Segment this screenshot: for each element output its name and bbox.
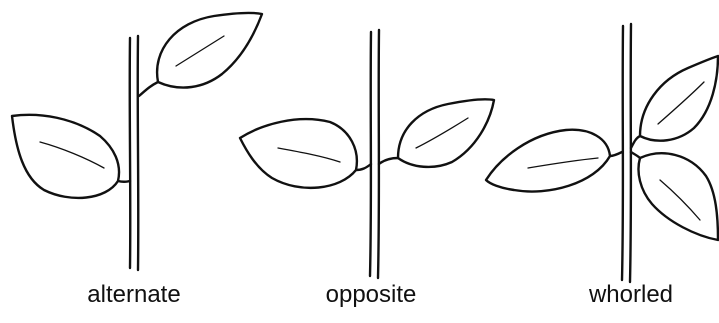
opposite-right-leaf [379,99,494,167]
whorled-left-leaf [486,130,622,192]
whorled-drawing [486,24,718,282]
alternate-drawing [12,13,262,270]
whorled-stem [622,24,631,282]
label-whorled: whorled [589,283,673,307]
opposite-left-leaf [240,119,371,188]
whorled-lower-right-leaf [631,152,718,240]
label-alternate: alternate [87,283,180,307]
opposite-drawing [240,30,494,278]
whorled-upper-right-leaf [631,56,718,148]
alternate-stem [130,36,139,270]
opposite-stem [370,30,379,278]
label-opposite: opposite [326,283,417,307]
alternate-lower-leaf [12,115,130,198]
alternate-upper-leaf [139,13,262,96]
